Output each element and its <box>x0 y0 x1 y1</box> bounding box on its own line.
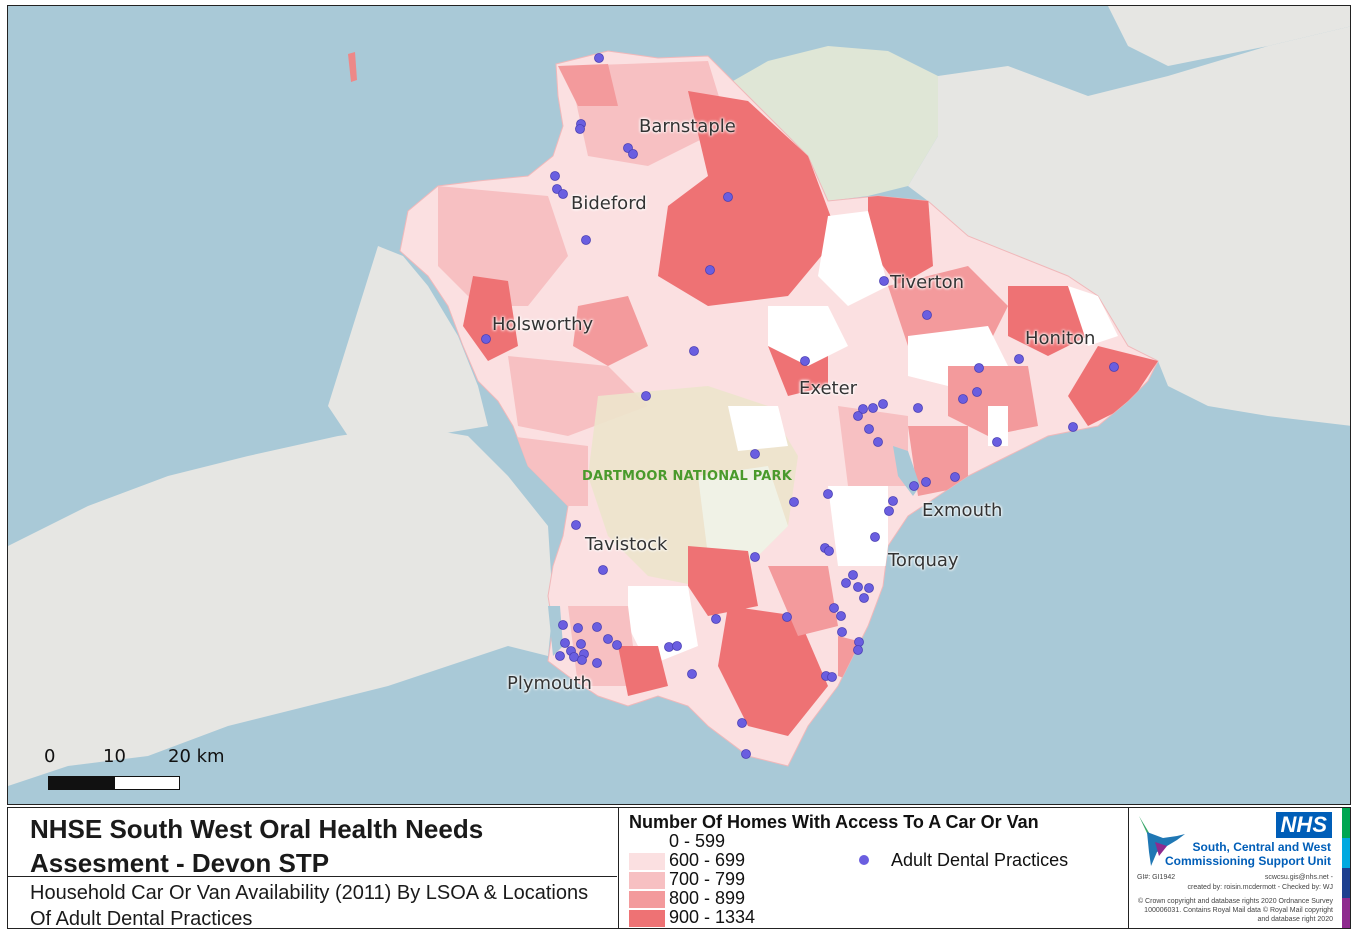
legend-class-label: 800 - 899 <box>669 888 746 908</box>
town-label-tiverton: Tiverton <box>890 272 965 293</box>
scale-label-10: 10 <box>103 746 126 767</box>
cornwall-upper <box>328 246 488 436</box>
scale-bar <box>48 776 180 790</box>
org-name-line2: Commissioning Support Unit <box>1165 854 1331 868</box>
town-label-holsworthy: Holsworthy <box>492 314 594 335</box>
devon-base <box>399 50 1159 767</box>
brand-color-strip <box>1342 808 1350 928</box>
cornwall-landmass <box>8 426 553 786</box>
map-subtitle: Household Car Or Van Availability (2011)… <box>30 882 589 930</box>
town-label-plymouth: Plymouth <box>507 673 592 694</box>
legend-swatch <box>629 910 665 927</box>
town-label-torquay: Torquay <box>888 550 959 571</box>
legend-title: Number Of Homes With Access To A Car Or … <box>629 812 1039 832</box>
scale-label-0: 0 <box>44 746 56 767</box>
org-name: South, Central and West Commissioning Su… <box>1161 840 1331 868</box>
town-label-tavistock: Tavistock <box>585 534 668 555</box>
legend-swatch <box>629 834 665 851</box>
org-name-line1: South, Central and West <box>1192 840 1331 854</box>
town-label-honiton: Honiton <box>1025 328 1096 349</box>
legend-class-2: 700 - 799 <box>629 869 929 889</box>
lundy-island <box>348 52 357 82</box>
east-landmass <box>908 26 1350 426</box>
legend-panel: Number Of Homes With Access To A Car Or … <box>619 807 1129 929</box>
somerset-landmass <box>733 46 938 201</box>
park-label-dartmoor: DARTMOOR NATIONAL PARK <box>582 469 793 484</box>
legend-class-label: 700 - 799 <box>669 869 746 889</box>
legend-class-0: 0 - 599 <box>629 831 929 851</box>
gis-email: scwcsu.gis@nhs.net - <box>1264 874 1333 881</box>
title-divider <box>8 876 617 877</box>
strip-segment-navy <box>1342 868 1350 898</box>
town-label-barnstaple: Barnstaple <box>639 116 736 137</box>
legend-swatch <box>629 872 665 889</box>
legend-class-label: 0 - 599 <box>669 831 726 851</box>
map-title: NHSE South West Oral Health Needs Assesm… <box>30 814 484 878</box>
wales-coast <box>1108 6 1350 66</box>
logo-panel: NHS South, Central and West Commissionin… <box>1129 807 1351 929</box>
gis-reference: GI#: GI1942 <box>1137 874 1176 881</box>
lsoa-choropleth <box>438 61 1158 736</box>
legend-dental-practices: Adult Dental Practices <box>857 850 1117 872</box>
map-view[interactable]: Barnstaple Bideford Holsworthy Tiverton … <box>7 5 1351 805</box>
scale-bar-segment <box>49 777 115 789</box>
strip-segment-green <box>1342 808 1350 838</box>
title-panel: NHSE South West Oral Health Needs Assesm… <box>7 807 619 930</box>
strip-segment-cyan <box>1342 838 1350 868</box>
legend-class-label: 600 - 699 <box>669 850 746 870</box>
strip-segment-purple <box>1342 898 1350 928</box>
legend-class-label: 900 - 1334 <box>669 907 756 927</box>
map-canvas <box>8 6 1350 786</box>
town-label-exmouth: Exmouth <box>922 500 1003 521</box>
dental-practice-points <box>481 53 1119 759</box>
legend-class-3: 800 - 899 <box>629 888 929 908</box>
legend-swatch <box>629 853 665 870</box>
created-by: created by: roisin.mcdermott - Checked b… <box>1187 884 1334 891</box>
dental-practice-dot-icon <box>859 855 869 865</box>
legend-swatch <box>629 891 665 908</box>
legend-class-4: 900 - 1334 <box>629 907 929 927</box>
legend-points-label: Adult Dental Practices <box>891 850 1069 870</box>
town-label-bideford: Bideford <box>571 193 647 214</box>
nhs-logo: NHS <box>1275 812 1332 838</box>
scale-label-20km: 20 km <box>168 746 225 767</box>
town-label-exeter: Exeter <box>799 378 858 399</box>
hummingbird-icon <box>1139 816 1185 866</box>
tamar-estuary <box>548 606 563 656</box>
legend-class-1: 600 - 699 <box>629 850 929 870</box>
copyright-notice: © Crown copyright and database rights 20… <box>1137 898 1333 923</box>
